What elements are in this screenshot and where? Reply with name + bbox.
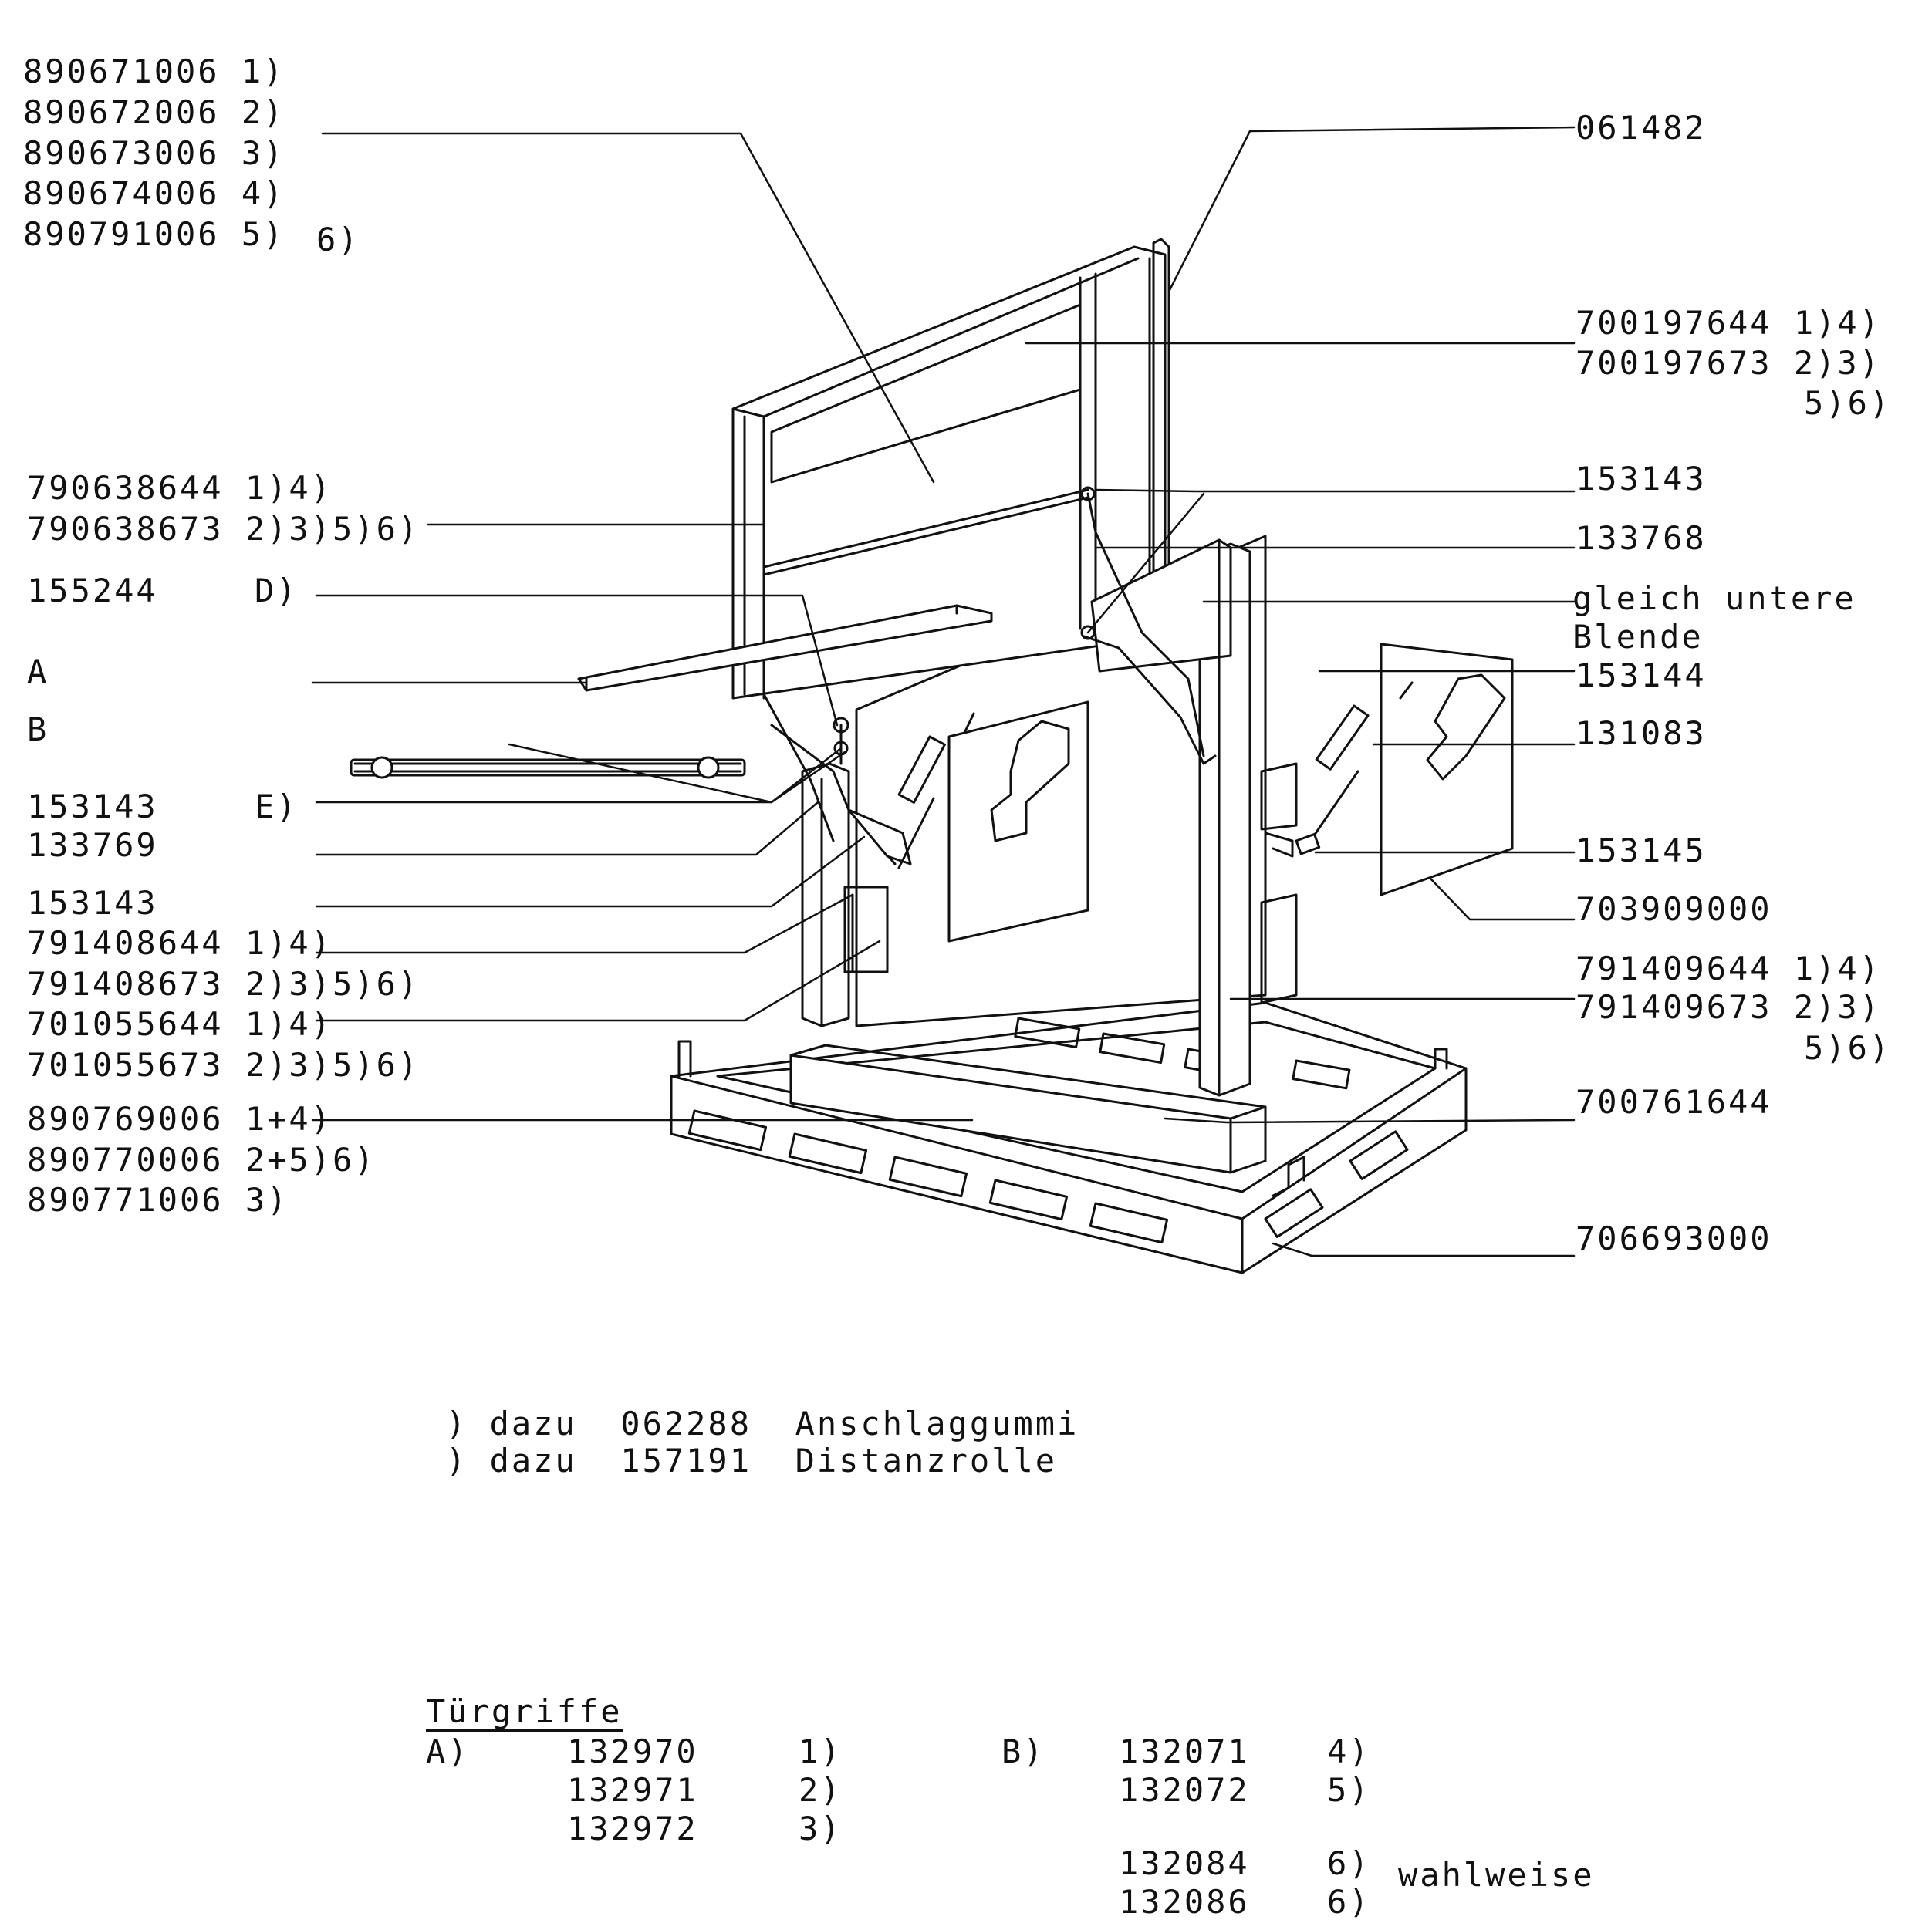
handle-ref: 3) [799,1810,843,1847]
part-label: 791408644 1)4) [27,924,333,962]
handle-part-number: 132971 [567,1771,698,1809]
part-label: 700761644 [1576,1083,1772,1121]
handle-part-number: 132086 [1119,1883,1250,1921]
part-label: 791409644 1)4) [1576,950,1882,987]
part-label: 701055673 2)3)5)6) [27,1046,421,1084]
part-label: 133768 [1576,519,1707,557]
part-label: 701055644 1)4) [27,1005,333,1043]
part-label: 890672006 2) [23,93,285,131]
upper-door [733,247,1165,698]
handle-part-number: 132072 [1119,1771,1250,1809]
handle-a [579,606,991,690]
part-label: 153143 [27,788,158,825]
part-label: B [27,710,49,748]
group-a-label: A) [426,1733,470,1770]
handle-ref: 6) [1327,1883,1371,1921]
handle-ref: 6) [1327,1844,1371,1882]
part-label: 061482 [1576,109,1707,147]
handles-title: Türgriffe [426,1692,623,1732]
right-gas-spring [1296,683,1412,854]
side-door-panel [1381,644,1512,895]
part-label: 890771006 3) [27,1181,289,1219]
part-label: 700197673 2)3) [1576,344,1882,382]
part-label: 703909000 [1576,890,1772,928]
handle-part-number: 132071 [1119,1733,1250,1770]
optional-note: wahlweise [1398,1856,1595,1894]
handle-ref: 2) [799,1771,843,1809]
part-label: 5)6) [1804,1029,1892,1067]
part-label: 890769006 1+4) [27,1100,333,1138]
part-label: 6) [316,221,360,258]
part-label: 153145 [1576,832,1707,869]
base-frame [671,984,1466,1273]
side-brackets [1262,764,1296,1003]
part-label: 890770006 2+5)6) [27,1141,377,1179]
part-label: 706693000 [1576,1220,1772,1257]
part-label: 890671006 1) [23,52,285,90]
part-label: 791409673 2)3) [1576,988,1882,1026]
note-line: ) dazu 062288 Anschlaggummi [446,1405,1079,1442]
part-label: 133769 [27,826,158,864]
note-line: ) dazu 157191 Distanzrolle [446,1442,1058,1480]
part-label: 5)6) [1804,384,1892,422]
part-label: Blende [1572,618,1704,656]
part-label: 700197644 1)4) [1576,304,1882,342]
part-label: 131083 [1576,714,1707,752]
group-b-label: B) [1001,1733,1045,1770]
part-label: 153144 [1576,656,1707,694]
handle-part-number: 132972 [567,1810,698,1847]
part-label: 153143 [1576,460,1707,498]
part-label: 155244 [27,572,158,609]
hinge-arms [764,488,1215,864]
part-label: 890791006 5) [23,215,285,253]
part-label: 790638673 2)3)5)6) [27,510,421,548]
handle-part-number: 132970 [567,1733,698,1770]
part-label: A [27,653,49,690]
part-label: gleich untere [1572,579,1856,617]
front-beam [791,1045,1265,1173]
part-label: 890674006 4) [23,174,285,212]
part-label: 790638644 1)4) [27,469,333,507]
handle-ref: 4) [1327,1733,1371,1770]
leader-lines [312,127,1574,1256]
left-gas-spring [899,714,974,868]
part-label: 153143 [27,884,158,922]
handle-b [351,757,745,778]
handle-ref: 5) [1327,1771,1371,1809]
part-label: 791408673 2)3)5)6) [27,965,421,1003]
handle-part-number: 132084 [1119,1844,1250,1882]
part-label: 890673006 3) [23,134,285,172]
part-label: E) [255,788,299,825]
part-label: D) [255,572,299,609]
handle-ref: 1) [799,1733,843,1770]
cover-panel [1092,540,1231,671]
left-post [802,764,887,1026]
